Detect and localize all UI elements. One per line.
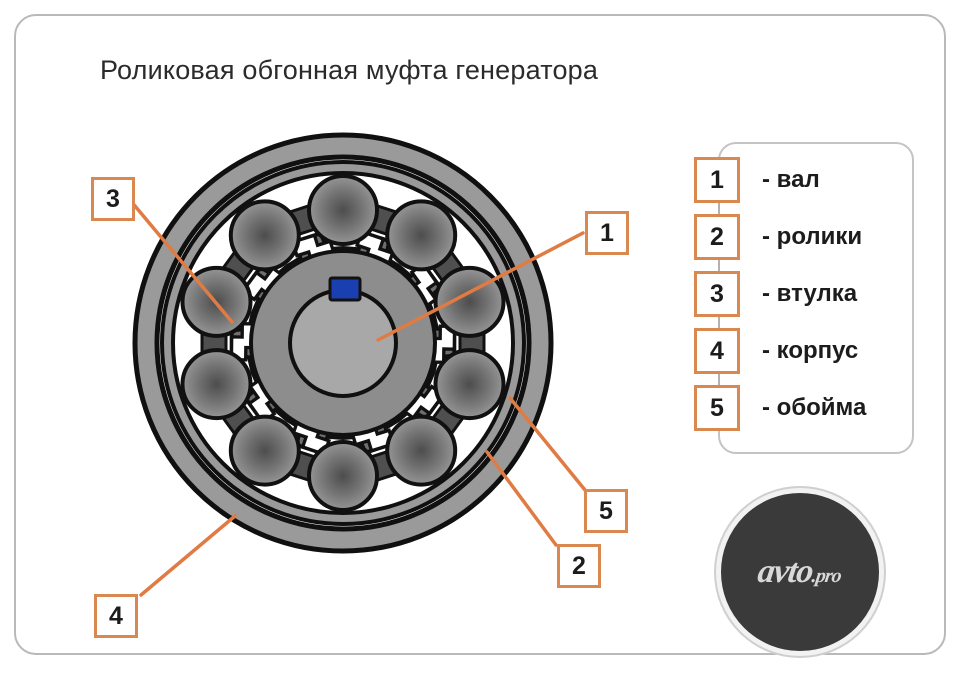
legend-label-4: - корпус [762,337,859,364]
leader-line-1 [376,231,585,342]
legend-number-4: 4 [694,328,740,374]
leader-line-2 [485,450,558,547]
legend-label-1: - вал [762,166,820,193]
callout-box-1[interactable]: 1 [585,211,629,255]
leader-lines [128,198,587,597]
legend-label-2: - ролики [762,223,863,250]
legend-row-3[interactable]: 3 - втулка [694,269,857,319]
roller-1 [307,174,379,246]
legend-label-5: - обойма [762,394,867,421]
legend-row-5[interactable]: 5 - обойма [694,383,866,433]
roller-2 [385,199,458,272]
leader-line-3 [128,198,234,324]
legend-row-4[interactable]: 4 - корпус [694,326,858,376]
roller-6 [307,440,379,512]
callout-label-1: 1 [600,218,614,247]
logo-suffix: .pro [810,565,843,587]
shaft-circle [288,288,398,398]
logo-name: avto [755,553,816,590]
page-title: Роликовая обгонная муфта генератора [100,55,599,85]
roller-10 [228,199,301,272]
legend-label-3: - втулка [762,280,858,307]
roller-4 [433,348,506,421]
callout-label-2: 2 [572,551,586,580]
callout-box-4[interactable]: 4 [94,594,138,638]
legend-number-2: 2 [694,214,740,260]
legend-row-1[interactable]: 1 - вал [694,155,820,205]
callout-box-5[interactable]: 5 [584,489,628,533]
avto-pro-logo[interactable]: avto.pro [716,488,884,656]
legend-panel [718,142,914,454]
roller-7 [228,414,301,487]
callout-box-2[interactable]: 2 [557,544,601,588]
callout-label-4: 4 [109,601,123,630]
legend-number-1: 1 [694,157,740,203]
roller-8 [180,348,253,421]
legend-number-5: 5 [694,385,740,431]
leader-line-5 [508,396,587,492]
logo-wordmark: avto.pro [756,553,845,591]
legend-number-3: 3 [694,271,740,317]
legend-row-2[interactable]: 2 - ролики [694,212,862,262]
keyway-marker [328,276,362,302]
roller-5 [385,414,458,487]
callout-label-3: 3 [106,184,120,213]
callout-box-3[interactable]: 3 [91,177,135,221]
callout-label-5: 5 [599,496,613,525]
leader-line-4 [139,514,237,597]
